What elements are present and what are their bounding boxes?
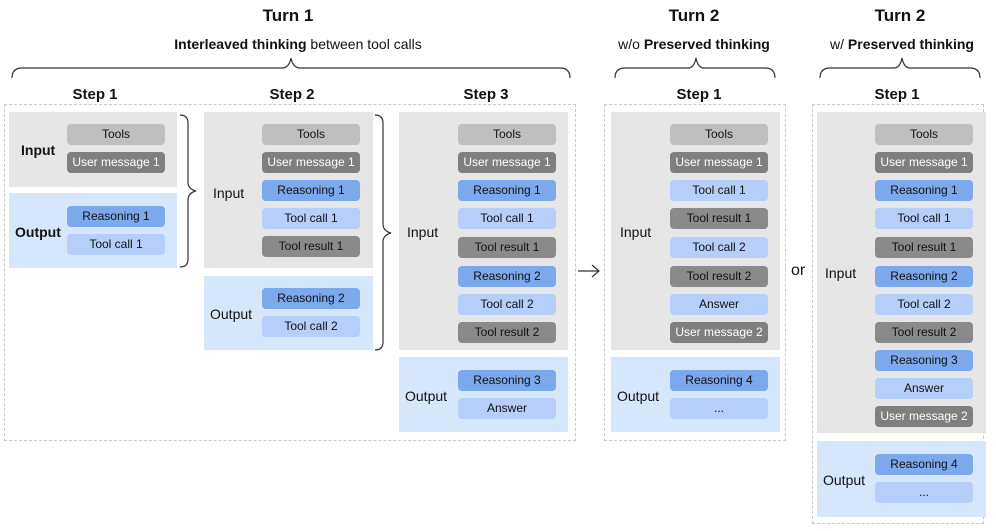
pill-reasoning: Reasoning 3 [458,370,556,391]
turn1-step1-output: Output Reasoning 1 Tool call 1 [9,193,177,268]
pill-tools: Tools [67,124,165,145]
pill-user-message: User message 1 [875,152,973,173]
turn1-step1-label: Step 1 [72,86,118,103]
pill-ellipsis: ... [670,398,768,419]
turn2-with-input: Input Tools User message 1 Reasoning 1 T… [817,112,986,433]
turn2-without-subtitle-prefix: w/o [618,36,644,52]
pill-tool-call: Tool call 1 [875,208,973,229]
turn2-without-subtitle-bold: Preserved thinking [643,36,770,52]
turn2-with-subtitle-prefix: w/ [830,36,848,52]
turn1-step2-label: Step 2 [269,86,315,103]
turn2-without-step-label: Step 1 [676,86,722,103]
pill-reasoning: Reasoning 4 [875,454,973,475]
turn1-subtitle-rest: between tool calls [306,36,422,52]
turn2-with-brace [819,57,981,79]
pill-tools: Tools [458,124,556,145]
turn1-title: Turn 1 [262,6,314,25]
turn2-with-subtitle-bold: Preserved thinking [847,36,974,52]
pill-reasoning: Reasoning 4 [670,370,768,391]
turn2-without-subtitle: w/o Preserved thinking [574,36,814,52]
turn1-step1-output-label: Output [15,224,61,240]
pill-reasoning: Reasoning 3 [875,350,973,371]
turn1-step2-input-label: Input [213,185,245,201]
turn1-subtitle-bold: Interleaved thinking [174,36,307,52]
pill-answer: Answer [875,378,973,399]
turn1-subtitle: Interleaved thinking between tool calls [98,36,498,52]
pill-user-message: User message 2 [670,322,768,343]
pill-reasoning: Reasoning 1 [458,180,556,201]
pill-tools: Tools [262,124,360,145]
turn2-with-output: Output Reasoning 4 ... [817,441,986,517]
turn1-step3-output-label: Output [405,388,448,404]
turn1-step2-output-label: Output [210,306,253,322]
pill-answer: Answer [458,398,556,419]
pill-tool-call: Tool call 1 [458,208,556,229]
step1-to-step2-brace [179,114,197,268]
turn2-without-input-label: Input [620,224,652,240]
pill-tool-result: Tool result 2 [458,322,556,343]
turn1-container [4,104,576,441]
turn2-with-title: Turn 2 [874,6,926,25]
pill-tool-call: Tool call 1 [262,208,360,229]
pill-tool-call: Tool call 2 [875,294,973,315]
arrow-right-icon [578,264,600,278]
pill-tool-result: Tool result 1 [875,237,973,258]
pill-user-message: User message 1 [458,152,556,173]
step2-to-step3-brace [374,114,392,351]
pill-tools: Tools [875,124,973,145]
pill-user-message: User message 1 [670,152,768,173]
turn1-step1-input: Input Tools User message 1 [9,112,177,187]
pill-tool-call: Tool call 2 [458,294,556,315]
turn1-step1-input-label: Input [21,142,56,158]
pill-user-message: User message 1 [67,152,165,173]
turn2-with-input-label: Input [825,265,857,281]
pill-reasoning: Reasoning 2 [875,266,973,287]
pill-reasoning: Reasoning 1 [875,180,973,201]
pill-reasoning: Reasoning 1 [262,180,360,201]
pill-tool-result: Tool result 1 [262,236,360,257]
turn2-without-brace [614,57,776,79]
header-braces [11,57,981,79]
turn1-step3-label: Step 3 [463,86,509,103]
turn1-step2-output: Output Reasoning 2 Tool call 2 [204,276,373,350]
pill-user-message: User message 2 [875,406,973,427]
turn2-without-title: Turn 2 [668,6,720,25]
pill-reasoning: Reasoning 1 [67,206,165,227]
turn1-step3-input: Input Tools User message 1 Reasoning 1 T… [399,112,568,350]
turn2-without-container [604,104,786,441]
pill-tool-result: Tool result 2 [875,322,973,343]
pill-tool-call: Tool call 2 [262,316,360,337]
pill-user-message: User message 1 [262,152,360,173]
turn2-without-output-label: Output [617,388,660,404]
turn1-step2-input: Input Tools User message 1 Reasoning 1 T… [204,112,373,268]
pill-reasoning: Reasoning 2 [458,266,556,287]
pill-reasoning: Reasoning 2 [262,288,360,309]
pill-tools: Tools [670,124,768,145]
pill-answer: Answer [670,294,768,315]
turn2-with-output-label: Output [823,472,866,488]
pill-tool-result: Tool result 1 [458,237,556,258]
turn2-with-step-label: Step 1 [874,86,920,103]
pill-tool-call: Tool call 1 [67,234,165,255]
turn1-step3-input-label: Input [407,224,439,240]
turn1-step3-output: Output Reasoning 3 Answer [399,357,568,432]
turn2-with-subtitle: w/ Preserved thinking [782,36,996,52]
pill-tool-result: Tool result 2 [670,266,768,287]
pill-tool-call: Tool call 2 [670,237,768,258]
pill-tool-result: Tool result 1 [670,208,768,229]
turn2-without-output: Output Reasoning 4 ... [611,357,780,432]
turn1-brace [11,57,571,79]
or-separator: or [791,262,806,279]
pill-ellipsis: ... [875,482,973,503]
turn2-without-input: Input Tools User message 1 Tool call 1 T… [611,112,780,350]
pill-tool-call: Tool call 1 [670,180,768,201]
